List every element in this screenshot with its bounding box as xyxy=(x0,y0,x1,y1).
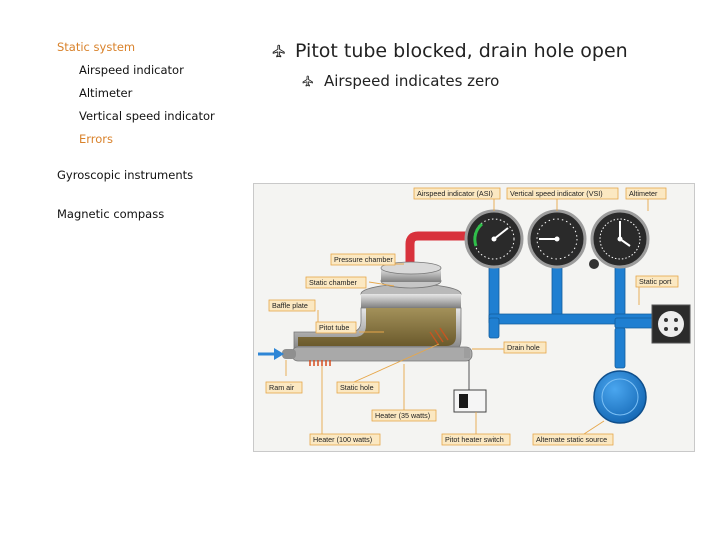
label-drain-hole: Drain hole xyxy=(503,341,547,354)
label-pitot-tube-text: Pitot tube xyxy=(319,323,349,332)
label-ram-air: Ram air xyxy=(265,381,303,394)
label-baffle-plate-text: Baffle plate xyxy=(272,301,308,310)
vsi-gauge xyxy=(527,209,587,269)
static-holes xyxy=(429,327,449,345)
label-static-chamber-text: Static chamber xyxy=(309,278,358,287)
label-vsi-text: Vertical speed indicator (VSI) xyxy=(510,189,603,198)
pitot-static-diagram-svg: Airspeed indicator (ASI) Vertical speed … xyxy=(258,187,691,446)
airplane-subbullet-icon xyxy=(302,75,313,87)
label-vsi: Vertical speed indicator (VSI) xyxy=(506,187,619,200)
slide-subpoint: Airspeed indicates zero xyxy=(324,72,500,90)
label-heater-100-text: Heater (100 watts) xyxy=(313,435,372,444)
label-static-hole-text: Static hole xyxy=(340,383,374,392)
pitot-static-diagram: Airspeed indicator (ASI) Vertical speed … xyxy=(253,183,695,452)
nav-gyroscopic-instruments[interactable]: Gyroscopic instruments xyxy=(57,168,194,182)
nav-errors[interactable]: Errors xyxy=(79,132,114,146)
label-static-port-text: Static port xyxy=(639,277,671,286)
label-altimeter-text: Altimeter xyxy=(629,189,658,198)
label-static-hole: Static hole xyxy=(336,381,380,394)
label-heater-100: Heater (100 watts) xyxy=(309,433,381,446)
slide-heading: Pitot tube blocked, drain hole open xyxy=(295,40,628,62)
label-alternate-static-source-text: Alternate static source xyxy=(536,435,607,444)
pitot-heater-switch xyxy=(453,360,487,413)
nav-vertical-speed-indicator[interactable]: Vertical speed indicator xyxy=(79,109,215,123)
label-asi-text: Airspeed indicator (ASI) xyxy=(417,189,493,198)
label-altimeter: Altimeter xyxy=(625,187,667,200)
altimeter-knob xyxy=(589,259,599,269)
nav-altimeter[interactable]: Altimeter xyxy=(79,86,133,100)
nav-magnetic-compass[interactable]: Magnetic compass xyxy=(57,207,165,221)
asi-gauge xyxy=(464,209,524,269)
leader-lines xyxy=(285,198,649,435)
nav-static-system[interactable]: Static system xyxy=(57,40,136,54)
label-static-port: Static port xyxy=(635,275,679,288)
ram-air-arrow xyxy=(258,348,284,360)
label-pitot-tube: Pitot tube xyxy=(315,321,357,334)
label-heater-35-text: Heater (35 watts) xyxy=(375,411,430,420)
label-pressure-chamber: Pressure chamber xyxy=(330,253,396,266)
heading-bullet-row: Pitot tube blocked, drain hole open xyxy=(272,40,628,62)
subpoint-bullet-row: Airspeed indicates zero xyxy=(302,72,499,90)
label-asi: Airspeed indicator (ASI) xyxy=(413,187,501,200)
airplane-bullet-icon xyxy=(272,44,285,58)
label-ram-air-text: Ram air xyxy=(269,383,295,392)
heater-coil xyxy=(309,360,331,366)
label-alternate-static-source: Alternate static source xyxy=(532,433,614,446)
label-static-chamber: Static chamber xyxy=(305,276,367,289)
label-pitot-heater-switch-text: Pitot heater switch xyxy=(445,435,504,444)
label-baffle-plate: Baffle plate xyxy=(268,299,316,312)
label-heater-35: Heater (35 watts) xyxy=(371,409,437,422)
pitot-head xyxy=(282,261,473,366)
alternate-static-source xyxy=(593,370,647,424)
nav-airspeed-indicator[interactable]: Airspeed indicator xyxy=(79,63,184,77)
label-pitot-heater-switch: Pitot heater switch xyxy=(441,433,511,446)
label-drain-hole-text: Drain hole xyxy=(507,343,540,352)
static-port xyxy=(651,304,691,344)
altimeter-gauge xyxy=(590,209,650,269)
label-pressure-chamber-text: Pressure chamber xyxy=(334,255,393,264)
